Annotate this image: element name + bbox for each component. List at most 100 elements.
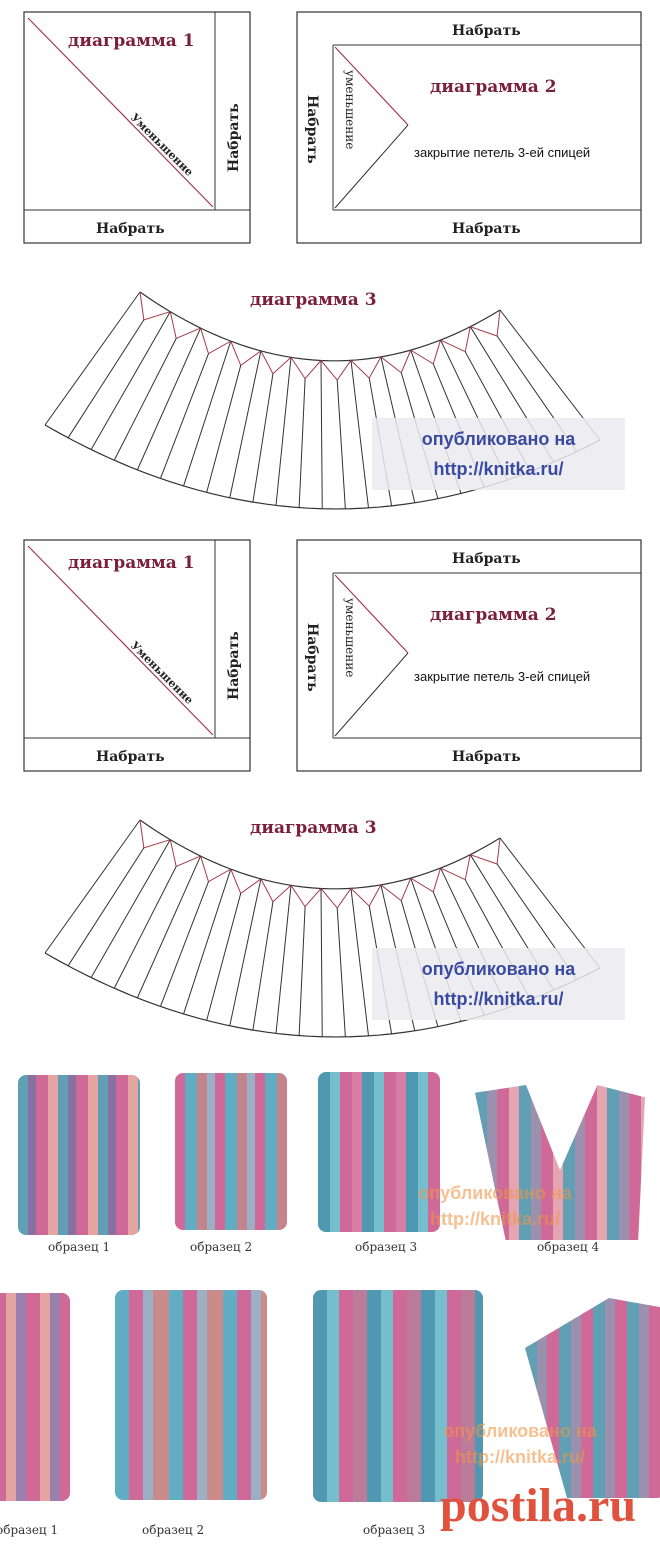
diagram-3-title: диаграмма 3 — [250, 818, 377, 838]
sample-caption: образец 4 — [537, 1240, 600, 1254]
decrease-label: уменьшение — [343, 598, 357, 677]
fan-center-line — [113, 338, 177, 461]
fan-segment-line — [320, 888, 323, 1037]
fan-segment-line — [350, 360, 370, 508]
fan-decrease-v — [290, 357, 322, 380]
diagram-block-bottom: диаграмма 1 Набрать Набрать Уменьшение Н… — [23, 539, 642, 1038]
decrease-label: уменьшение — [343, 70, 357, 149]
fan-segment-line — [90, 311, 171, 450]
fan-segment-line — [320, 360, 323, 509]
fan-decrease-v — [230, 340, 262, 367]
fan-decrease-v — [470, 837, 501, 865]
fan-decrease-v — [470, 309, 501, 337]
fan-segment-line — [183, 340, 232, 487]
watermark-photo-2: опубликовано на http://knitka.ru/ — [390, 1418, 650, 1470]
fan-decrease-v — [139, 819, 171, 849]
postila-logo: postila.ru — [440, 1479, 637, 1532]
fan-segment-line — [275, 885, 292, 1034]
fan-center-line — [159, 881, 209, 1007]
watermark-line2: http://knitka.ru/ — [430, 1209, 560, 1229]
diagram-2-title: диаграмма 2 — [430, 605, 557, 625]
fan-segment-line — [229, 350, 262, 498]
cast-on-left: Набрать — [304, 623, 320, 692]
fan-center-line — [336, 380, 346, 509]
fan-center-line — [67, 847, 145, 967]
sample-caption: образец 2 — [190, 1240, 253, 1254]
fan-decrease-v — [230, 868, 262, 895]
sample-caption: образец 2 — [142, 1523, 205, 1537]
fan-decrease-v — [290, 885, 322, 908]
fan-center-line — [252, 901, 274, 1031]
diagram-1: диаграмма 1 Набрать Набрать Уменьшение — [23, 11, 251, 244]
fan-center-line — [206, 893, 242, 1021]
diagram-1-title: диаграмма 1 — [68, 31, 195, 51]
cast-on-bottom: Набрать — [452, 221, 521, 237]
knit-sample-photo — [313, 1290, 483, 1502]
fan-center-line — [206, 365, 242, 493]
fan-segment-line — [275, 357, 292, 506]
fan-decrease-v — [320, 360, 352, 381]
fan-segment-line — [183, 868, 232, 1015]
diagram-3-title: диаграмма 3 — [250, 290, 377, 310]
fan-decrease-v — [260, 878, 292, 903]
cast-on-top: Набрать — [452, 551, 521, 567]
fan-decrease-v — [410, 867, 442, 893]
fan-center-line — [252, 373, 274, 503]
fan-decrease-v — [380, 877, 412, 902]
watermark-line2: http://knitka.ru/ — [433, 459, 564, 479]
fan-decrease-v — [200, 855, 231, 883]
fan-center-line — [336, 908, 346, 1037]
knit-sample-photo — [0, 1293, 70, 1501]
cast-on-bottom: Набрать — [96, 749, 165, 765]
cast-on-top: Набрать — [452, 23, 521, 39]
watermark-line1: опубликовано на — [421, 959, 576, 979]
diagram-block-top: диаграмма 1 Набрать Набрать Уменьшение Н… — [23, 11, 642, 510]
knit-sample-photo — [318, 1072, 440, 1232]
watermark-line2: http://knitka.ru/ — [455, 1447, 585, 1467]
fan-decrease-v — [440, 854, 471, 881]
fan-segment-line — [136, 855, 202, 999]
watermark-line2: http://knitka.ru/ — [433, 989, 564, 1009]
cast-on-right: Набрать — [226, 631, 242, 700]
diagram-2: Набрать Набрать Набрать уменьшение диагр… — [296, 539, 642, 772]
cast-on-left: Набрать — [304, 95, 320, 164]
fan-decrease-v — [169, 839, 201, 868]
fan-segment-line — [90, 839, 171, 978]
fan-segment-line — [136, 327, 202, 471]
fan-center-line — [113, 866, 177, 989]
diagram-2: Набрать Набрать Набрать уменьшение диагр… — [296, 11, 642, 244]
fan-decrease-v — [320, 888, 352, 909]
watermark-photo: опубликовано на http://knitka.ru/ — [370, 1180, 620, 1232]
fan-decrease-v — [380, 349, 412, 374]
cast-on-right: Набрать — [226, 103, 242, 172]
watermark: опубликовано на http://knitka.ru/ — [372, 948, 625, 1020]
decrease-label: Уменьшение — [128, 111, 196, 179]
watermark-line1: опубликовано на — [443, 1421, 597, 1441]
sample-caption: образец 3 — [363, 1523, 426, 1537]
fan-center-line — [298, 378, 306, 508]
knit-sample-photo — [175, 1073, 287, 1230]
knit-sample-photo — [18, 1075, 140, 1235]
fan-segment-line — [350, 888, 370, 1036]
fan-segment-line — [229, 878, 262, 1026]
fan-center-line — [159, 353, 209, 479]
fan-segment-line — [44, 291, 141, 426]
bind-off-label: закрытие петель 3-ей спицей — [414, 669, 590, 684]
sample-caption: образец 3 — [355, 1240, 418, 1254]
diagram-1-title: диаграмма 1 — [68, 553, 195, 573]
fan-segment-line — [499, 837, 601, 969]
cast-on-bottom: Набрать — [96, 221, 165, 237]
decrease-label: Уменьшение — [128, 639, 196, 707]
sample-caption: образец 1 — [48, 1240, 111, 1254]
fan-center-line — [298, 906, 306, 1036]
fan-center-line — [67, 319, 145, 439]
knit-sample-photo — [115, 1290, 267, 1500]
cast-on-bottom: Набрать — [452, 749, 521, 765]
diagram-1: диаграмма 1 Набрать Набрать Уменьшение — [23, 539, 251, 772]
watermark-line1: опубликовано на — [418, 1183, 572, 1203]
fan-decrease-v — [410, 339, 442, 365]
fan-decrease-v — [260, 350, 292, 375]
fan-decrease-v — [169, 311, 201, 340]
fan-decrease-v — [139, 291, 171, 321]
fan-decrease-v — [440, 326, 471, 353]
